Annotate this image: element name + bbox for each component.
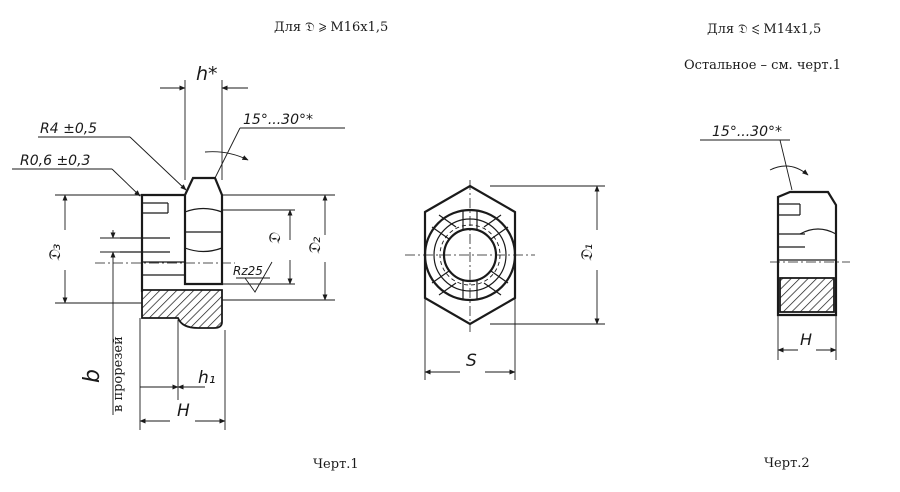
hatched-section bbox=[141, 289, 223, 329]
dim-d-label: 𝔇 bbox=[265, 232, 284, 245]
dim-H-right-label: H bbox=[800, 330, 812, 349]
side-view bbox=[95, 176, 235, 329]
hex-view bbox=[405, 180, 535, 332]
dim-S-label: S bbox=[466, 351, 477, 371]
small-hatched-section bbox=[779, 277, 835, 313]
small-nut-view bbox=[770, 190, 850, 317]
dim-H-right: H bbox=[777, 315, 837, 360]
dim-b-note: в прорезей bbox=[111, 336, 126, 412]
dim-d-d2: 𝔇 𝔇₂ bbox=[222, 194, 335, 301]
roughness-label: Rz25 bbox=[233, 264, 263, 278]
roughness-symbol: Rz25 bbox=[233, 261, 273, 293]
dim-radius-small: R0,6 ±0,3 bbox=[12, 153, 141, 197]
caption-left-condition: Для 𝔇 ⩾ M16x1,5 bbox=[274, 20, 389, 35]
dim-b-label: b bbox=[80, 369, 105, 383]
figure-label-2: Черт.2 bbox=[764, 456, 810, 471]
dim-S: S bbox=[424, 298, 516, 380]
dim-radius-large-label: R4 ±0,5 bbox=[40, 121, 97, 137]
dim-d3: 𝔇₃ bbox=[45, 194, 142, 304]
dim-d1: 𝔇₁ bbox=[490, 185, 605, 325]
dim-d1-label: 𝔇₁ bbox=[577, 244, 596, 262]
dim-chamfer-angle-1: 15°...30°* bbox=[204, 112, 345, 179]
hex-head-outline bbox=[183, 176, 224, 286]
caption-right-condition: Для 𝔇 ⩽ M14x1,5 bbox=[707, 22, 822, 37]
dim-h1: h₁ bbox=[140, 320, 216, 400]
hex-edge-arc bbox=[184, 207, 223, 213]
dim-H-left: H bbox=[139, 318, 226, 430]
figure-label-1: Черт.1 bbox=[313, 457, 359, 472]
dim-radius-large: R4 ±0,5 bbox=[38, 121, 187, 191]
dim-chamfer-angle-2-label: 15°...30°* bbox=[712, 124, 782, 140]
dim-d3-label: 𝔇₃ bbox=[45, 244, 64, 262]
dim-H-left-label: H bbox=[177, 401, 190, 421]
dim-chamfer-angle-2: 15°...30°* bbox=[700, 124, 809, 191]
small-hex-edge bbox=[799, 228, 837, 235]
hex-edge-arc bbox=[184, 247, 223, 253]
dim-h1-label: h₁ bbox=[198, 368, 216, 388]
dim-d2-label: 𝔇₂ bbox=[305, 236, 324, 255]
dim-h-star: h* bbox=[160, 63, 248, 180]
dim-radius-small-label: R0,6 ±0,3 bbox=[20, 153, 90, 169]
dim-chamfer-angle-1-label: 15°...30°* bbox=[243, 112, 313, 128]
caption-right-note: Остальное – см. черт.1 bbox=[684, 58, 842, 73]
dim-b: b в прорезей bbox=[80, 230, 140, 415]
crown-outline bbox=[140, 193, 185, 292]
dim-h-star-label: h* bbox=[196, 63, 218, 85]
